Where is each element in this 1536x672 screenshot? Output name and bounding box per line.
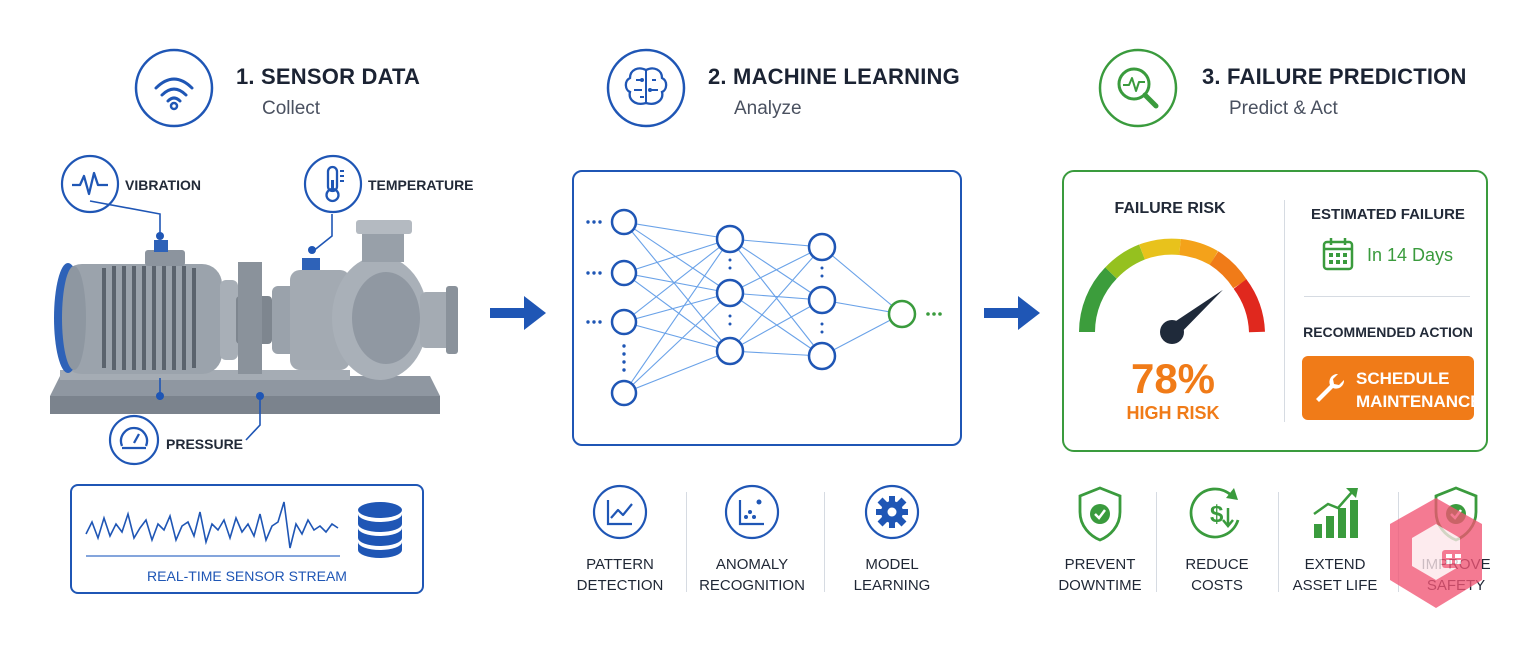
reduce-costs-line1: REDUCE xyxy=(1185,556,1249,573)
extend-asset-life-line1: EXTEND xyxy=(1304,556,1366,573)
calendar-icon xyxy=(1322,238,1354,271)
estimated-failure-title: ESTIMATED FAILURE xyxy=(1311,206,1465,223)
gauge-segment-orange xyxy=(1209,251,1247,289)
gauge-segment-green xyxy=(1079,267,1117,333)
neural-network-panel xyxy=(572,170,962,446)
stream-label: REAL-TIME SENSOR STREAM xyxy=(147,568,347,584)
step3-subtitle: Predict & Act xyxy=(1229,98,1338,119)
search-pulse-icon-circle xyxy=(1098,48,1178,128)
pattern-detection-line1: PATTERN xyxy=(586,556,654,573)
prevent-downtime-line1: PREVENT xyxy=(1064,556,1136,573)
model-learning-line2: LEARNING xyxy=(853,577,931,594)
anomaly-recognition-line2: RECOGNITION xyxy=(699,577,805,594)
recommended-action-title: RECOMMENDED ACTION xyxy=(1303,324,1473,340)
divider xyxy=(1304,296,1470,297)
pump-illustration xyxy=(50,200,458,441)
risk-gauge xyxy=(1079,238,1265,344)
svg-text:$: $ xyxy=(1210,501,1224,528)
gauge-segment-lime xyxy=(1105,244,1146,279)
step1-title: 1. SENSOR DATA xyxy=(236,64,421,89)
pressure-label: PRESSURE xyxy=(166,436,244,452)
gauge-segment-amber xyxy=(1178,239,1219,266)
signal-waveform xyxy=(85,501,340,557)
risk-value: 78% xyxy=(1130,355,1216,402)
prevent-downtime-line2: DOWNTIME xyxy=(1058,577,1142,594)
sensor-stream-panel xyxy=(70,484,424,594)
growth-chart-icon xyxy=(1313,488,1358,538)
pattern-detection-line2: DETECTION xyxy=(576,577,664,594)
model-learning-line1: MODEL xyxy=(865,556,919,573)
risk-level: HIGH RISK xyxy=(1126,403,1220,423)
shield-check-icon xyxy=(1078,486,1122,542)
brain-icon-circle xyxy=(606,48,686,128)
anomaly-recognition-line1: ANOMALY xyxy=(715,556,789,573)
neural-network-diagram xyxy=(586,208,942,407)
wifi-icon-circle xyxy=(134,48,214,128)
pressure-gauge-icon xyxy=(108,414,160,466)
divider xyxy=(1278,492,1279,592)
divider xyxy=(1284,200,1285,422)
prediction-panel xyxy=(1062,170,1488,452)
anomaly-recognition-icon xyxy=(724,484,780,540)
gauge-hub xyxy=(1160,320,1184,344)
vibration-icon xyxy=(60,154,120,214)
estimated-failure-value: In 14 Days xyxy=(1367,245,1454,265)
pattern-detection-icon xyxy=(592,484,648,540)
step2-title: 2. MACHINE LEARNING xyxy=(708,64,960,89)
database-icon xyxy=(358,502,402,558)
reduce-costs-line2: COSTS xyxy=(1191,577,1243,594)
divider xyxy=(686,492,687,592)
flow-arrow-1 xyxy=(490,296,546,330)
step3-title: 3. FAILURE PREDICTION xyxy=(1202,64,1467,89)
watermark-logo xyxy=(1390,498,1482,608)
temperature-icon xyxy=(303,154,363,214)
gear-icon xyxy=(864,484,920,540)
schedule-maintenance-line1: SCHEDULE xyxy=(1356,369,1450,388)
gauge-segment-red xyxy=(1233,279,1265,333)
divider xyxy=(1156,492,1157,592)
temperature-label: TEMPERATURE xyxy=(368,177,474,193)
failure-risk-title: FAILURE RISK xyxy=(1114,200,1226,217)
gauge-segment-yellow xyxy=(1139,238,1181,260)
step2-subtitle: Analyze xyxy=(734,98,802,119)
divider xyxy=(824,492,825,592)
schedule-maintenance-line2: MAINTENANCE xyxy=(1356,392,1482,411)
reduce-costs-icon: $ xyxy=(1189,487,1240,539)
wrench-icon xyxy=(1316,373,1345,402)
step1-subtitle: Collect xyxy=(262,98,321,119)
extend-asset-life-line2: ASSET LIFE xyxy=(1292,577,1378,594)
vibration-label: VIBRATION xyxy=(125,177,201,193)
flow-arrow-2 xyxy=(984,296,1040,330)
